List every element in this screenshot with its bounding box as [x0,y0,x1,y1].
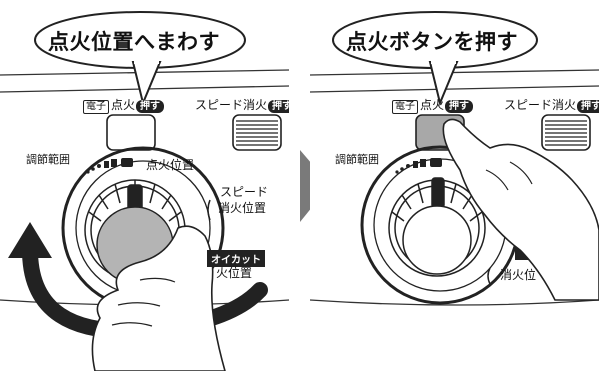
ignite-label: 電子点火押す [83,98,165,114]
push-badge: 押す [136,100,165,113]
caption: 点火ボタンを押す [346,30,518,54]
speed-off-label: スピード消火押す [195,98,289,113]
oil-cut-badge: オイカット [207,250,265,267]
hand-illustration [91,225,226,371]
step-1-illustration [0,11,289,371]
caption-bubble [34,11,246,107]
caption: 点火位置へまわす [48,30,220,54]
adjust-range-label: 調節範囲 [26,153,70,166]
speed-off-button [541,114,591,151]
electronic-tag: 電子 [392,100,418,114]
ignite-text: 点火 [111,98,136,112]
push-badge: 押す [577,100,599,113]
speed-off-text: スピード消火 [195,98,268,112]
ignite-label: 電子点火押す [392,98,474,114]
hand-illustration [442,118,599,301]
step-2-illustration [310,11,599,306]
adjust-range-label: 調節範囲 [335,153,379,166]
push-badge: 押す [445,100,474,113]
step-2-panel: 点火ボタンを押す 電子点火押す スピード消火押す 調節範囲 消火位 [310,0,599,371]
speed-off-position-label-2: 消火位置 [218,201,267,215]
fire-position-label: 火位置 [216,266,253,280]
push-badge: 押す [268,100,289,113]
step-1-panel: 点火位置へまわす 電子点火押す スピード消火押す 調節範囲 点火位置 スピード … [0,0,289,371]
ignite-text: 点火 [420,98,445,112]
speed-off-position-label-1: スピード [220,185,269,199]
fire-position-label: 消火位 [500,268,537,282]
ignite-position-label: 点火位置 [146,158,195,172]
range-indicator-icon [395,158,442,174]
ignition-dial [388,177,486,277]
speed-off-text: スピード消火 [504,98,577,112]
speed-off-label: スピード消火押す [504,98,599,113]
electronic-tag: 電子 [83,100,109,114]
caption-bubble [332,11,538,107]
speed-off-button [232,114,282,151]
ignite-button [106,114,156,151]
